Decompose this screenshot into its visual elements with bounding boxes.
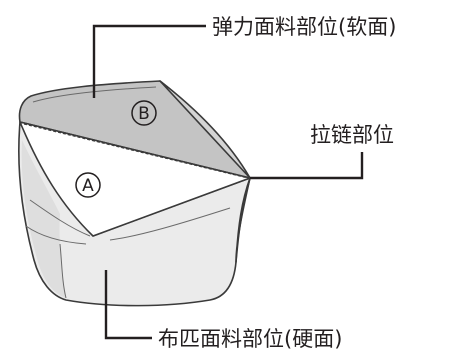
marker-b-letter: B bbox=[138, 104, 150, 124]
cloth-fabric-label: 布匹面料部位(硬面) bbox=[158, 327, 342, 351]
fold-line bbox=[25, 225, 87, 245]
elastic-fabric-label: 弹力面料部位(软面) bbox=[212, 15, 396, 39]
elastic-fabric-leader bbox=[92, 24, 206, 98]
side-wall bbox=[159, 80, 251, 263]
fold-line bbox=[29, 199, 91, 237]
zipper-seam bbox=[23, 123, 249, 179]
marker-a-letter: A bbox=[82, 176, 94, 196]
cloth-fabric-leader bbox=[104, 270, 152, 340]
fold-line bbox=[109, 207, 231, 241]
panel-rim bbox=[32, 86, 157, 103]
marker-b-circle bbox=[131, 100, 157, 126]
front-flap bbox=[19, 121, 251, 237]
fold-line bbox=[59, 243, 67, 299]
marker-a-circle bbox=[75, 172, 101, 198]
body-shading bbox=[21, 140, 66, 298]
zipper-leader bbox=[250, 152, 364, 180]
zipper-label: 拉链部位 bbox=[310, 123, 394, 147]
